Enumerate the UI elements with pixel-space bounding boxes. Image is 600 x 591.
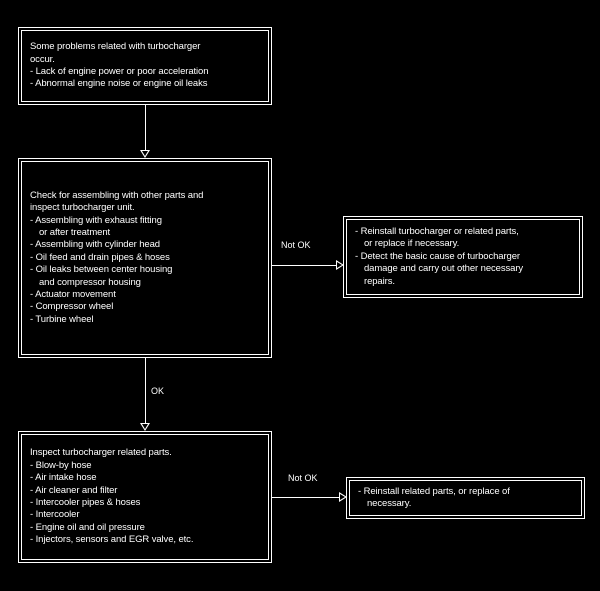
node-reinstall-turbo-line-1: or replace if necessary. [364,238,460,250]
node-check-unit-body: Check for assembling with other parts an… [21,161,269,355]
node-check-unit-line-3: or after treatment [39,226,111,238]
node-reinstall-turbo-line-4: repairs. [364,275,395,287]
node-reinstall-turbo-line-0: - Reinstall turbocharger or related part… [355,225,519,237]
node-check-unit[interactable]: Check for assembling with other parts an… [18,158,272,358]
connector-check-to-reinstall-turbo [272,265,339,266]
arrowhead-check-to-reinstall-turbo [336,260,344,270]
node-check-unit-line-0: Check for assembling with other parts an… [30,189,204,201]
connector-inspect-to-reinstall-related [272,497,342,498]
node-inspect-related-line-5: - Intercooler [30,509,80,521]
node-symptom[interactable]: Some problems related with turbocharger … [18,27,272,105]
node-inspect-related-line-7: - Injectors, sensors and EGR valve, etc. [30,534,194,546]
connector-check-to-inspect [145,358,146,426]
edge-label-not-ok-bottom: Not OK [288,473,318,483]
node-reinstall-related[interactable]: - Reinstall related parts, or replace of… [346,477,585,519]
node-check-unit-line-1: inspect turbocharger unit. [30,202,135,214]
node-inspect-related-line-4: - Intercooler pipes & hoses [30,497,141,508]
node-symptom-line-1: occur. [30,53,55,65]
node-inspect-related-line-6: - Engine oil and oil pressure [30,521,145,533]
node-reinstall-turbo-line-2: - Detect the basic cause of turbocharger [355,250,520,262]
node-inspect-related[interactable]: Inspect turbocharger related parts. - Bl… [18,431,272,563]
node-inspect-related-line-1: - Blow-by hose [30,459,92,471]
node-symptom-line-2: - Lack of engine power or poor accelerat… [30,66,209,77]
node-reinstall-related-line-0: - Reinstall related parts, or replace of [358,485,510,497]
node-reinstall-turbo[interactable]: - Reinstall turbocharger or related part… [343,216,583,298]
node-check-unit-line-6: - Oil leaks between center housing [30,264,173,276]
node-symptom-body: Some problems related with turbocharger … [21,30,269,102]
edge-label-not-ok-top: Not OK [281,240,311,250]
arrowhead-check-to-inspect [140,423,150,431]
node-reinstall-related-body: - Reinstall related parts, or replace of… [349,480,582,516]
node-inspect-related-line-0: Inspect turbocharger related parts. [30,447,172,459]
node-check-unit-line-4: - Assembling with cylinder head [30,239,160,251]
node-check-unit-line-10: - Turbine wheel [30,313,94,325]
node-reinstall-turbo-body: - Reinstall turbocharger or related part… [346,219,580,295]
node-inspect-related-body: Inspect turbocharger related parts. - Bl… [21,434,269,560]
node-inspect-related-line-3: - Air cleaner and filter [30,484,118,496]
node-check-unit-line-2: - Assembling with exhaust fitting [30,214,162,226]
node-reinstall-turbo-line-3: damage and carry out other necessary [364,263,524,275]
node-inspect-related-line-2: - Air intake hose [30,472,97,484]
node-check-unit-line-5: - Oil feed and drain pipes & hoses [30,251,170,263]
connector-symptom-to-check [145,105,146,153]
node-reinstall-related-line-1: necessary. [367,498,412,509]
node-symptom-line-0: Some problems related with turbocharger [30,41,201,53]
node-check-unit-line-9: - Compressor wheel [30,301,114,313]
arrowhead-inspect-to-reinstall-related [339,492,347,502]
node-symptom-line-3: - Abnormal engine noise or engine oil le… [30,78,208,90]
edge-label-ok: OK [151,386,165,396]
node-check-unit-line-7: and compressor housing [39,276,141,288]
arrowhead-symptom-to-check [140,150,150,158]
node-check-unit-line-8: - Actuator movement [30,289,116,301]
